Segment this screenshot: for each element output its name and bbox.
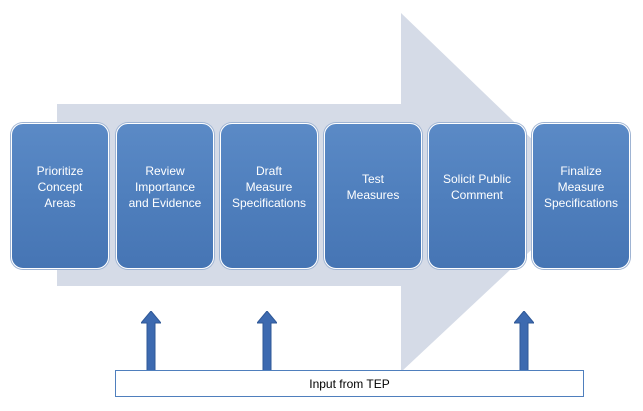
step-prioritize-concept-areas: Prioritize Concept Areas <box>11 123 109 269</box>
step-label: Solicit Public Comment <box>442 172 512 202</box>
step-label: Finalize Measure Specifications <box>543 164 619 210</box>
input-from-tep-box: Input from TEP <box>115 370 584 397</box>
step-label: Review Importance and Evidence <box>128 164 202 210</box>
step-label: Draft Measure Specifications <box>231 164 307 210</box>
input-from-tep-label: Input from TEP <box>309 376 390 391</box>
up-arrow-icon <box>141 311 161 371</box>
step-label: Prioritize Concept Areas <box>36 164 84 210</box>
step-review-importance-and-evidence: Review Importance and Evidence <box>116 123 214 269</box>
up-arrow-icon <box>257 311 277 371</box>
step-finalize-measure-specifications: Finalize Measure Specifications <box>532 123 630 269</box>
up-arrow-icon <box>514 311 534 371</box>
step-draft-measure-specifications: Draft Measure Specifications <box>220 123 318 269</box>
step-label: Test Measures <box>346 172 400 202</box>
step-test-measures: Test Measures <box>324 123 422 269</box>
step-solicit-public-comment: Solicit Public Comment <box>428 123 526 269</box>
process-flow-arrow-shape <box>57 13 590 372</box>
